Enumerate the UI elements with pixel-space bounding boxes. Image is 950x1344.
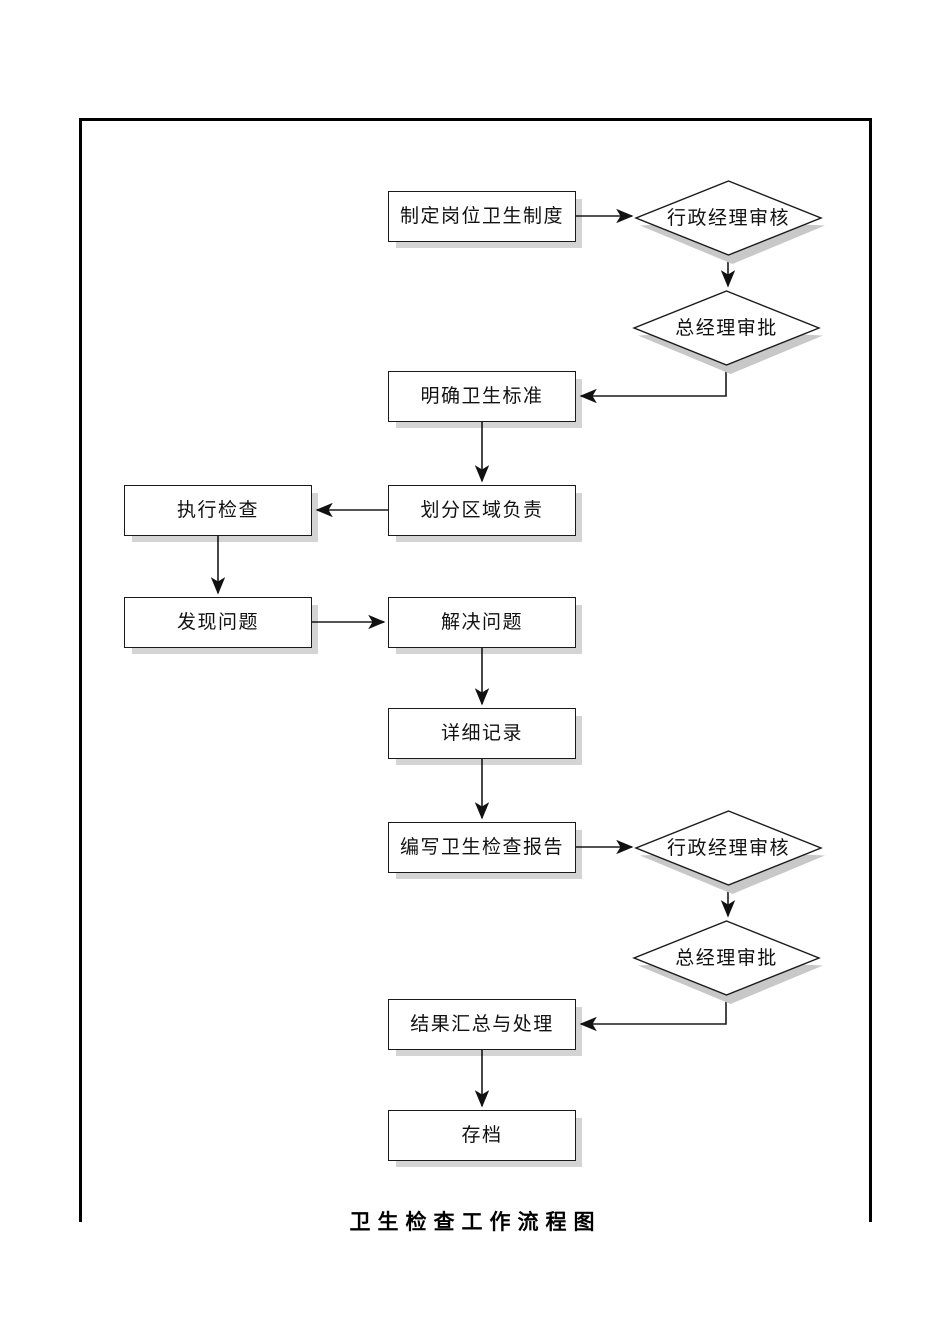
node-resolve-problem[interactable]: 解决问题 — [388, 597, 576, 648]
node-general-manager-approval-1[interactable]: 总经理审批 — [632, 290, 823, 374]
diamond-shape — [634, 810, 825, 894]
node-label: 总经理审批 — [675, 316, 778, 339]
node-perform-inspection[interactable]: 执行检查 — [124, 485, 312, 536]
node-label: 制定岗位卫生制度 — [399, 205, 564, 227]
node-admin-manager-review-1[interactable]: 行政经理审核 — [634, 180, 825, 264]
node-summarize-and-handle-results[interactable]: 结果汇总与处理 — [388, 999, 576, 1050]
node-label: 执行检查 — [176, 499, 259, 521]
diamond-shape — [634, 180, 825, 264]
diamond-shape — [632, 290, 823, 374]
node-label: 划分区域负责 — [420, 499, 544, 521]
node-establish-hygiene-system[interactable]: 制定岗位卫生制度 — [388, 191, 576, 242]
node-label: 解决问题 — [440, 611, 523, 633]
node-label: 存档 — [461, 1124, 503, 1146]
node-label: 编写卫生检查报告 — [399, 836, 564, 858]
node-detailed-record[interactable]: 详细记录 — [388, 708, 576, 759]
node-discover-problem[interactable]: 发现问题 — [124, 597, 312, 648]
node-write-hygiene-report[interactable]: 编写卫生检查报告 — [388, 822, 576, 873]
node-label: 行政经理审核 — [666, 206, 790, 229]
node-label: 详细记录 — [440, 722, 523, 744]
node-label: 总经理审批 — [675, 946, 778, 969]
node-general-manager-approval-2[interactable]: 总经理审批 — [632, 920, 823, 1004]
diagram-caption: 卫生检查工作流程图 — [349, 1210, 602, 1234]
node-label: 明确卫生标准 — [420, 385, 544, 407]
page-border — [79, 118, 872, 1222]
node-label: 行政经理审核 — [666, 836, 790, 859]
node-assign-area-responsibility[interactable]: 划分区域负责 — [388, 485, 576, 536]
diamond-shape — [632, 920, 823, 1004]
node-label: 结果汇总与处理 — [410, 1013, 554, 1035]
node-label: 发现问题 — [176, 611, 259, 633]
node-admin-manager-review-2[interactable]: 行政经理审核 — [634, 810, 825, 894]
node-clarify-hygiene-standards[interactable]: 明确卫生标准 — [388, 371, 576, 422]
node-archive[interactable]: 存档 — [388, 1110, 576, 1161]
